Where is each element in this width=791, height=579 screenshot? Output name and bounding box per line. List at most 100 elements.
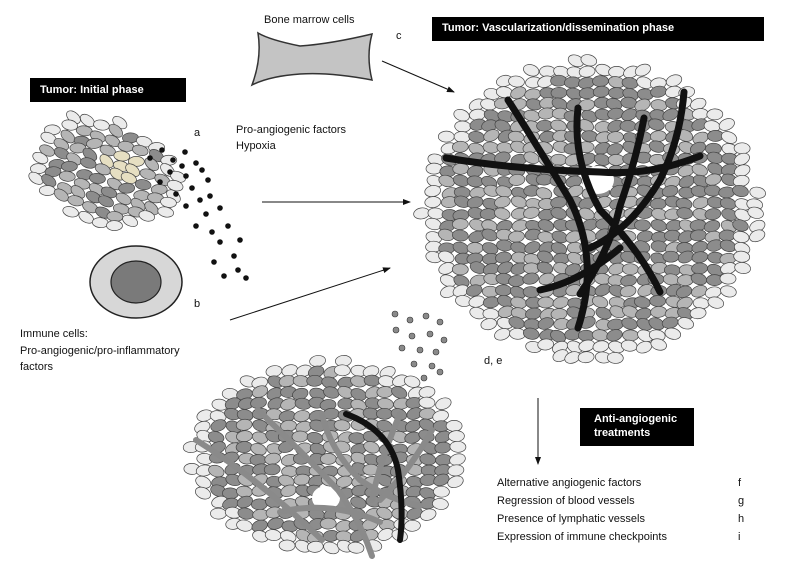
tumor-cell xyxy=(93,119,110,131)
tumor-cell xyxy=(448,430,465,442)
factor-dot xyxy=(179,163,185,169)
tumor-cell xyxy=(195,486,211,500)
tumor-cell xyxy=(479,208,497,220)
mechanism-lymphatic-vessels: Presence of lymphatic vessels xyxy=(497,513,645,525)
tumor-cell xyxy=(495,284,512,297)
tumor-cell xyxy=(733,152,750,166)
tumor-cell xyxy=(447,475,464,488)
tumor-cell xyxy=(634,63,651,77)
tumor-cell xyxy=(41,174,57,188)
tumor-cell xyxy=(306,540,324,553)
factor-dot xyxy=(426,330,434,338)
tumor-cell xyxy=(536,119,553,132)
tumor-cell xyxy=(732,184,749,198)
tumor-cell xyxy=(677,250,694,264)
blood-vessel xyxy=(536,244,624,294)
tumor-cell xyxy=(732,231,750,243)
tumor-cell xyxy=(466,242,484,254)
tumor-cell xyxy=(32,151,49,164)
factor-dot xyxy=(147,155,153,161)
tumor-cell xyxy=(718,186,736,199)
tumor-cell xyxy=(449,440,467,453)
tumor-cell xyxy=(235,441,253,453)
factor-dot xyxy=(436,368,444,376)
tumor-cell xyxy=(537,219,555,232)
tumor-cell xyxy=(438,250,455,264)
tumor-cell xyxy=(323,541,340,555)
tumor-cell xyxy=(333,419,351,432)
factor-dot xyxy=(225,223,231,229)
tumor-cell xyxy=(508,173,526,186)
factor-dot xyxy=(422,312,430,320)
tumor-cell xyxy=(348,432,366,444)
letter-a: a xyxy=(194,127,201,139)
vascular-phase-tag: Tumor: Vascularization/dissemination pha… xyxy=(432,17,764,41)
arrow-bone-marrow-to-tumor xyxy=(381,60,455,93)
tumor-cell xyxy=(134,179,152,191)
tumor-cell xyxy=(676,207,694,220)
tumor-cell xyxy=(538,272,555,286)
letter-g: g xyxy=(738,495,745,507)
tumor-cell xyxy=(113,150,131,162)
tumor-cell xyxy=(497,261,514,275)
tumor-cell xyxy=(633,296,651,309)
regressed-vessel xyxy=(277,504,383,525)
tumor-cell xyxy=(733,142,751,155)
factor-dot xyxy=(203,211,209,217)
factor-dot xyxy=(205,177,211,183)
tumor-cell xyxy=(437,130,455,143)
tumor-cell xyxy=(648,140,666,153)
tumor-cell xyxy=(524,241,541,254)
tumor-cell xyxy=(108,123,123,138)
tumor-cell xyxy=(157,206,174,218)
tumor-cell xyxy=(419,453,437,466)
factor-dot xyxy=(410,360,418,368)
tumor-cell xyxy=(608,66,625,78)
tumor-cell xyxy=(115,192,132,205)
tumor-cell xyxy=(649,295,667,307)
tumor-cell xyxy=(664,229,681,242)
tumor-cell xyxy=(404,519,421,532)
anti-angiogenic-label-line1: Anti-angiogenic xyxy=(594,413,678,425)
tumor-cell xyxy=(319,453,337,465)
tumor-cell xyxy=(649,198,667,210)
factor-dot xyxy=(221,273,227,279)
tumor-cell xyxy=(391,386,408,399)
tumor-cell xyxy=(525,307,542,320)
immune-factors-label-line2: factors xyxy=(20,361,54,373)
immune-cell-nucleus-icon xyxy=(110,260,162,304)
tumor-cell xyxy=(466,175,484,188)
tumor-cell xyxy=(592,75,609,87)
tumor-cell xyxy=(621,317,638,330)
remaining-vessel xyxy=(343,411,405,543)
treated-tumor-mass xyxy=(182,355,467,555)
tumor-cell xyxy=(435,397,452,410)
tumor-cell xyxy=(38,185,56,196)
tumor-cell xyxy=(403,375,421,388)
mechanism-vessel-regression: Regression of blood vessels xyxy=(497,495,635,507)
factor-dot xyxy=(428,362,436,370)
tumor-cell xyxy=(106,220,123,231)
tumor-cell xyxy=(721,131,738,144)
tumor-cell xyxy=(720,285,737,298)
tumor-cell xyxy=(306,374,324,387)
tumor-cell xyxy=(581,130,598,143)
tumor-cell xyxy=(510,86,527,100)
pro-angiogenic-label: Pro-angiogenic factors xyxy=(236,124,347,136)
tumor-cell xyxy=(664,327,682,340)
tumor-cell xyxy=(592,340,610,353)
factor-dot xyxy=(183,203,189,209)
tumor-cell xyxy=(650,219,667,232)
tumor-cell xyxy=(749,186,766,199)
factor-dot xyxy=(243,275,249,281)
tumor-cell xyxy=(494,195,511,209)
tumor-cell xyxy=(622,329,639,342)
anti-angiogenic-label-line2: treatments xyxy=(594,427,651,439)
tumor-cell xyxy=(468,131,485,143)
tumor-cell xyxy=(237,507,255,520)
letter-i: i xyxy=(738,531,741,543)
factor-dot xyxy=(173,191,179,197)
blood-vessel xyxy=(573,104,664,296)
tumor-cell xyxy=(347,541,365,554)
tumor-cell xyxy=(734,262,751,274)
